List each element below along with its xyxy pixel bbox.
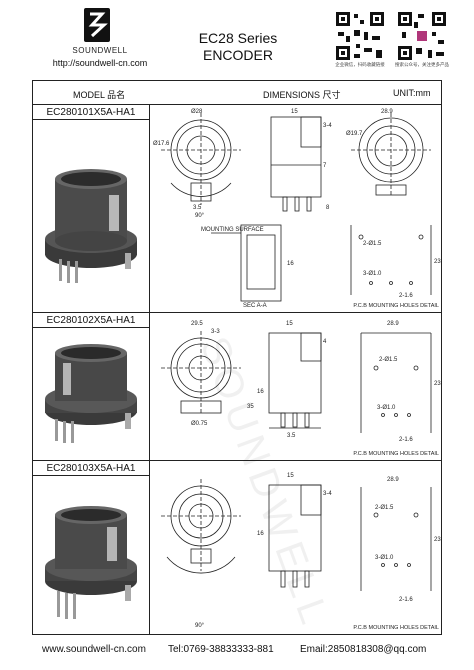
table-row: EC280102X5A-HA1 29.5 (33, 313, 441, 461)
dimension-drawing-1: Ø28 15 3-4 28.9 Ø17.6 Ø19.7 3.5 8 90° 7 … (153, 109, 441, 309)
mounting-surface-note: MOUNTING SURFACE (201, 227, 264, 233)
dim-label: 23 (434, 537, 441, 543)
qr-caption-2: 搜索公众号，关注更多产品 (395, 62, 449, 67)
dim-label: 3.5 (287, 433, 296, 439)
model-name: EC280103X5A-HA1 (33, 461, 149, 476)
dim-label: 8 (326, 205, 330, 211)
encoder-photo-2 (45, 344, 137, 443)
qr-caption-1: 企业微信，扫码收藏链接 (335, 62, 385, 67)
dim-label: 23 (434, 259, 441, 265)
dim-label: 7 (323, 163, 327, 169)
qr-code-wechat-icon (334, 10, 386, 62)
brand-logo: SOUNDWELL http://soundwell-cn.com (40, 6, 160, 72)
footer-website[interactable]: www.soundwell-cn.com (42, 644, 146, 655)
dim-label: 90° (195, 623, 205, 629)
dim-label: 2-Ø1.5 (363, 241, 382, 247)
footer-telephone: Tel:0769-38833333-881 (168, 644, 274, 655)
section-note: SEC A-A (243, 303, 267, 309)
footer-email[interactable]: Email:2850818308@qq.com (300, 644, 427, 655)
dim-label: 2-Ø1.5 (375, 505, 394, 511)
column-divider (149, 105, 150, 635)
page-title: EC28 Series ENCODER (168, 30, 308, 64)
dim-label: 2-1.6 (399, 597, 413, 603)
dim-label: 15 (291, 109, 298, 115)
dim-label: 28.9 (387, 477, 399, 483)
dimension-drawing-2: 29.5 3-3 15 4 16 28.9 2-Ø1.5 3-Ø1.0 2-1.… (161, 321, 441, 443)
dim-label: 3.5 (193, 205, 202, 211)
dim-label: 90° (195, 213, 205, 219)
dim-label: 15 (286, 321, 293, 327)
dim-label: 28.9 (387, 321, 399, 327)
dim-label: 35 (247, 404, 254, 410)
dim-label: Ø19.7 (346, 131, 363, 137)
page-header: SOUNDWELL http://soundwell-cn.com EC28 S… (0, 0, 474, 76)
dim-label: 2-Ø1.5 (379, 357, 398, 363)
table-row: EC280101X5A-HA1 (33, 105, 441, 313)
title-product: ENCODER (202, 47, 273, 63)
page-footer: www.soundwell-cn.com Tel:0769-38833333-8… (32, 639, 442, 661)
title-series: EC28 Series (198, 30, 278, 46)
dim-label: 23 (434, 381, 441, 387)
dim-label: Ø0.75 (191, 421, 208, 427)
dim-label: 16 (287, 261, 294, 267)
pcb-holes-label: P.C.B MOUNTING HOLES DETAIL (353, 303, 439, 309)
dim-label: 15 (287, 473, 294, 479)
spec-sheet: MODEL 品名 DIMENSIONS 尺寸 UNIT:mm EC280101X… (32, 80, 442, 635)
model-name: EC280101X5A-HA1 (33, 105, 149, 120)
column-model: MODEL 品名 (73, 90, 126, 100)
dim-label: 3-Ø1.0 (377, 405, 396, 411)
dim-label: 2-1.6 (399, 293, 413, 299)
dim-label: 4 (323, 339, 327, 345)
dim-label: 3-Ø1.0 (375, 555, 394, 561)
dim-label: Ø28 (191, 109, 203, 115)
dim-label: 3-4 (323, 123, 332, 129)
encoder-photo-3 (45, 506, 137, 619)
dim-label: 16 (257, 531, 264, 537)
table-row: EC280103X5A-HA1 15 3-4 (33, 461, 441, 635)
model-name: EC280102X5A-HA1 (33, 313, 149, 328)
dim-label: Ø17.6 (153, 141, 170, 147)
pcb-holes-label: P.C.B MOUNTING HOLES DETAIL (353, 451, 439, 457)
column-dimensions: DIMENSIONS 尺寸 (263, 90, 341, 100)
dimension-drawing-3: 15 3-4 28.9 2-Ø1.5 3-Ø1.0 2-1.6 23 16 90… (161, 473, 441, 629)
dim-label: 3-4 (323, 491, 332, 497)
dim-label: 16 (257, 389, 264, 395)
brand-url[interactable]: http://soundwell-cn.com (52, 58, 148, 68)
dim-label: 28.9 (381, 109, 393, 115)
column-unit: UNIT:mm (393, 88, 431, 98)
dim-label: 3-3 (211, 329, 220, 335)
brand-name: SOUNDWELL (72, 46, 128, 55)
soundwell-logo-icon (84, 8, 110, 42)
encoder-photo-1 (45, 169, 137, 283)
dim-label: 29.5 (191, 321, 203, 327)
pcb-holes-label: P.C.B MOUNTING HOLES DETAIL (353, 625, 439, 631)
table-header: MODEL 品名 DIMENSIONS 尺寸 UNIT:mm (33, 81, 441, 105)
dim-label: 2-1.6 (399, 437, 413, 443)
dim-label: 3-Ø1.0 (363, 271, 382, 277)
qr-code-official-account-icon (396, 10, 448, 62)
